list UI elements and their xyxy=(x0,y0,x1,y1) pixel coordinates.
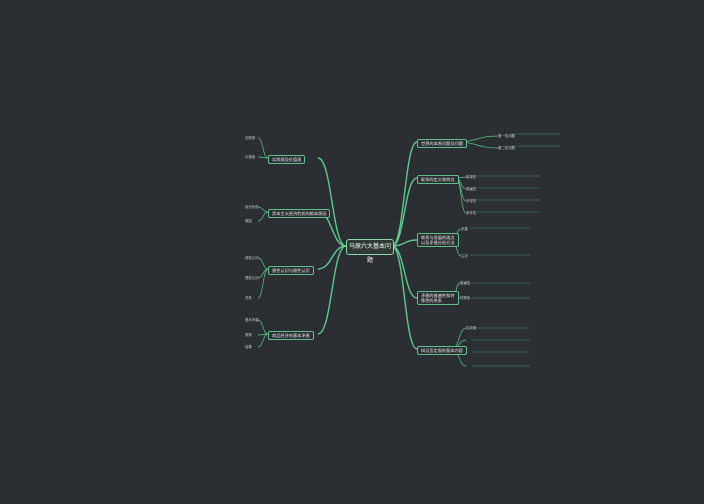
twig-left-4-1 xyxy=(257,319,269,335)
sub-r1-b: 第二性问题 xyxy=(498,146,515,150)
connector-right-3 xyxy=(391,239,418,247)
root-node[interactable]: 马原六大基本问题 xyxy=(346,239,394,264)
twig-left-1-2 xyxy=(257,156,269,159)
twig-left-1-1 xyxy=(257,137,269,159)
sub-r3-a: 矛盾 xyxy=(461,227,468,231)
sub-l3-c: 关系 xyxy=(245,296,252,300)
sub-l4-a: 基本矛盾 xyxy=(245,318,259,322)
sub-r4-b: 特殊性 xyxy=(460,296,471,300)
sub-l1-b: 价值观 xyxy=(245,155,256,159)
branch-right-4[interactable]: 矛盾的普遍性和特殊性的关系 xyxy=(417,291,459,305)
sub-l1-a: 实践观 xyxy=(245,136,256,140)
branch-right-1[interactable]: 世界的本原问题及问题 xyxy=(417,139,467,148)
twig-left-3-3 xyxy=(257,268,269,299)
branch-left-2[interactable]: 资本主义经济危机的根本原因 xyxy=(268,209,331,218)
connector-right-5 xyxy=(391,245,418,350)
sub-l4-b: 表现 xyxy=(245,333,252,337)
branch-right-2[interactable]: 联系的定义和特点 xyxy=(417,175,459,184)
sub-r4-a: 普遍性 xyxy=(460,281,471,285)
sub-l2-a: 经济危机 xyxy=(245,205,259,209)
sub-l3-b: 理性认识 xyxy=(245,276,259,280)
sub-r1-a: 第一性问题 xyxy=(498,134,515,138)
branch-left-1[interactable]: 实践观及价值观 xyxy=(268,155,306,164)
sub-r2-a: 客观性 xyxy=(466,175,477,179)
branch-right-5[interactable]: 辩证否定观的基本内容 xyxy=(417,346,467,355)
connector-right-2 xyxy=(391,177,418,247)
sub-r2-b: 普遍性 xyxy=(466,187,477,191)
branch-left-3[interactable]: 感性认识与理性认识 xyxy=(268,266,314,275)
sub-r2-d: 条件性 xyxy=(466,211,477,215)
connector-right-4 xyxy=(391,245,418,299)
branch-left-4[interactable]: 商品经济的基本矛盾 xyxy=(268,331,314,340)
connector-right-1 xyxy=(391,141,418,247)
sub-r3-b: 主次 xyxy=(461,254,468,258)
branch-right-3[interactable]: 联系与发展的观点以及矛盾分析方法 xyxy=(417,233,459,247)
connector-left-4 xyxy=(317,245,347,335)
connector-left-3 xyxy=(317,245,347,270)
sub-r2-c: 多样性 xyxy=(466,199,477,203)
connector-left-1 xyxy=(317,157,347,247)
sub-l3-a: 感性认识 xyxy=(245,256,259,260)
sub-l4-c: 结果 xyxy=(245,345,252,349)
twig-left-2-1 xyxy=(257,206,269,213)
sub-r5-a: 否定观 xyxy=(466,326,477,330)
twig-left-2-2 xyxy=(257,211,269,222)
twig-left-4-3 xyxy=(257,333,269,348)
sub-l2-b: 原因 xyxy=(245,219,252,223)
twig-left-3-1 xyxy=(257,257,269,270)
